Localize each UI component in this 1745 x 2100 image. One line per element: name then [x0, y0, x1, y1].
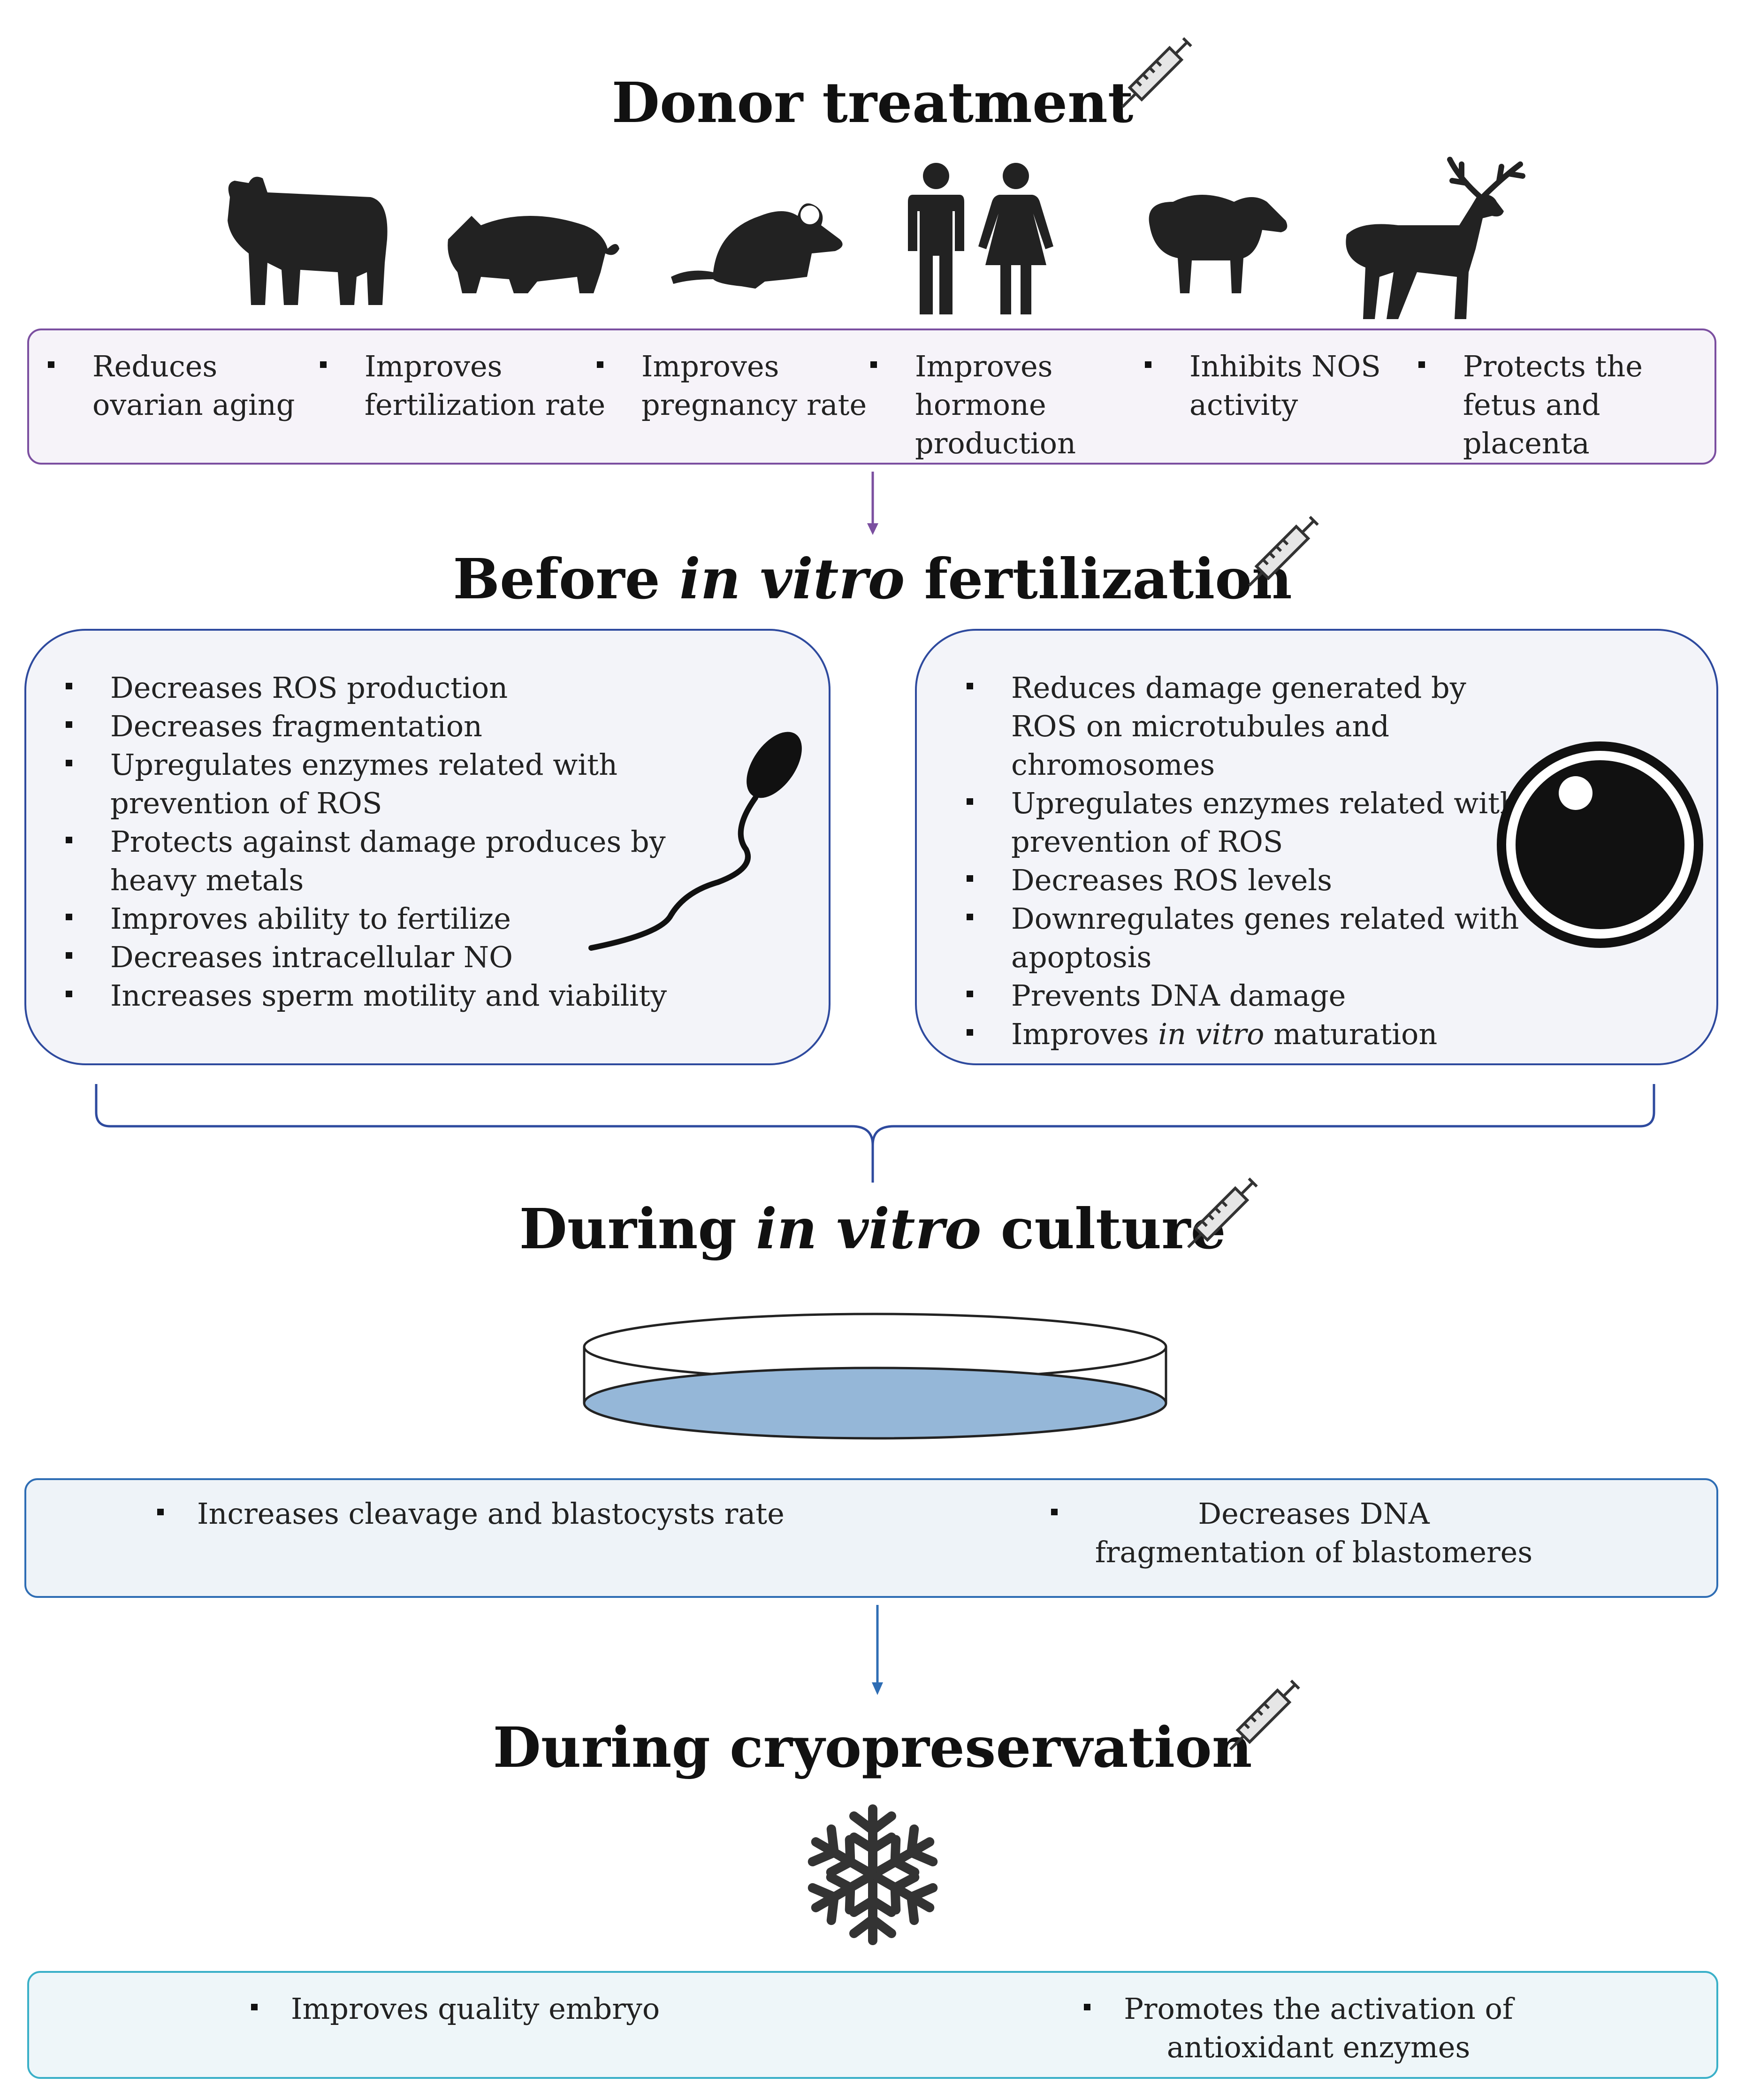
cryo-effect-item: Improves quality embryo [251, 1990, 713, 2028]
oocyte-effect-item: Reduces damage generated by ROS on micro… [967, 669, 1520, 784]
sheep-icon [1149, 195, 1288, 293]
oocyte-icon [1497, 741, 1703, 948]
donor-effect-item: Protects the fetus and placenta [1418, 347, 1660, 463]
oocyte-effects-list: Reduces damage generated by ROS on micro… [967, 669, 1520, 1054]
donor-effect-item: Improves fertilization rate [320, 347, 609, 424]
sperm-effect-item: Decreases fragmentation [66, 707, 676, 746]
man-icon [908, 163, 964, 314]
culture-effect-item: Increases cleavage and blastocysts rate [157, 1495, 807, 1533]
cryo-effect-item: Promotes the activation of antioxidant e… [1084, 1990, 1520, 2067]
woman-icon [978, 163, 1053, 314]
donor-effect-item: Inhibits NOS activity [1145, 347, 1391, 424]
syringe-icon [1121, 37, 1192, 108]
deer-icon [1346, 157, 1525, 319]
sperm-effect-item: Increases sperm motility and viability [66, 977, 676, 1015]
cryopreservation-title: During cryopreservation [493, 1715, 1252, 1780]
donor-effect-item: Reduces ovarian aging [48, 347, 299, 424]
sperm-effects-list: Decreases ROS production Decreases fragm… [66, 669, 676, 1015]
donor-treatment-title: Donor treatment [611, 70, 1134, 135]
sperm-effects-box [24, 629, 831, 1065]
donor-effect-item: Improves hormone production [870, 347, 1117, 463]
syringe-icon [1229, 1680, 1300, 1750]
donor-effect-item: Improves pregnancy rate [597, 347, 876, 424]
merge-bracket [95, 1084, 1655, 1183]
sperm-effect-item: Upregulates enzymes related with prevent… [66, 746, 626, 823]
mouse-icon [671, 203, 843, 289]
oocyte-effect-item: Upregulates enzymes related with prevent… [967, 784, 1527, 861]
oocyte-effect-item: Improves in vitro maturation [967, 1015, 1520, 1054]
sperm-effect-item: Decreases intracellular NO [66, 938, 676, 977]
arrow-down-icon [867, 472, 878, 535]
oocyte-effect-item: Decreases ROS levels [967, 861, 1520, 900]
oocyte-effect-item: Prevents DNA damage [967, 977, 1520, 1015]
sperm-icon [588, 732, 802, 951]
cryo-effects-box [27, 1971, 1718, 2079]
syringe-icon [1248, 516, 1319, 587]
sperm-effect-item: Improves ability to fertilize [66, 900, 676, 938]
oocyte-effect-item: Downregulates genes related with apoptos… [967, 900, 1527, 977]
sperm-effect-item: Decreases ROS production [66, 669, 676, 707]
sperm-effect-item: Protects against damage produces by heav… [66, 823, 673, 900]
culture-effects-box [24, 1478, 1718, 1598]
culture-effect-item: Decreases DNA fragmentation of blastomer… [1051, 1495, 1539, 1572]
arrow-down-icon [872, 1605, 883, 1695]
syringe-icon [1187, 1177, 1258, 1248]
donor-effects-box [27, 328, 1716, 465]
cow-icon [228, 176, 388, 305]
during-ivc-title: During in vitro culture [519, 1196, 1226, 1261]
petri-dish-icon [583, 1313, 1167, 1440]
before-ivf-title: Before in vitro fertilization [453, 546, 1292, 611]
pig-icon [448, 216, 619, 293]
snowflake-icon [805, 1804, 941, 1947]
